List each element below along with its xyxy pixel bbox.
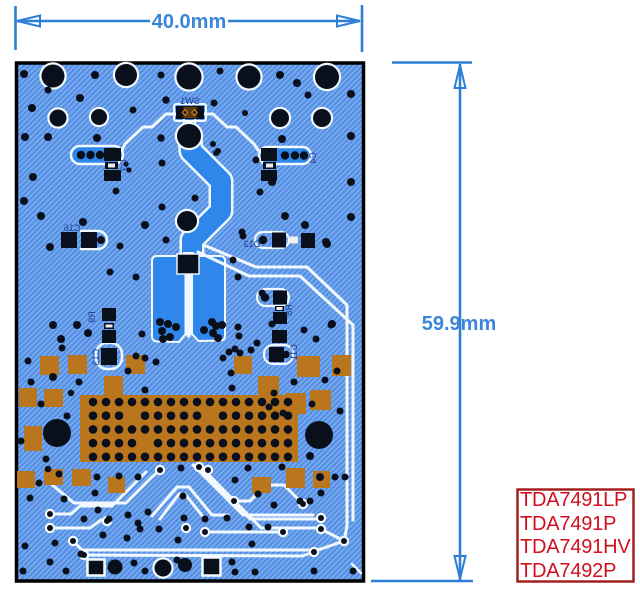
svg-text:C4: C4: [308, 152, 318, 164]
svg-text:C13: C13: [91, 349, 101, 366]
svg-text:59.9mm: 59.9mm: [422, 313, 497, 335]
svg-text:TDA7491HV: TDA7491HV: [520, 536, 631, 558]
svg-text:TDA7491LP: TDA7491LP: [520, 489, 627, 511]
svg-text:TDA7491P: TDA7491P: [520, 513, 616, 535]
svg-text:C11: C11: [289, 344, 299, 360]
svg-text:SW1: SW1: [180, 96, 200, 106]
svg-text:R9: R9: [87, 311, 97, 323]
svg-text:C3: C3: [119, 159, 129, 171]
svg-text:C16: C16: [64, 223, 81, 233]
svg-text:TDA7492P: TDA7492P: [520, 560, 616, 582]
svg-text:D13: D13: [244, 239, 261, 249]
svg-text:R8: R8: [284, 304, 294, 316]
svg-text:40.0mm: 40.0mm: [152, 11, 227, 33]
